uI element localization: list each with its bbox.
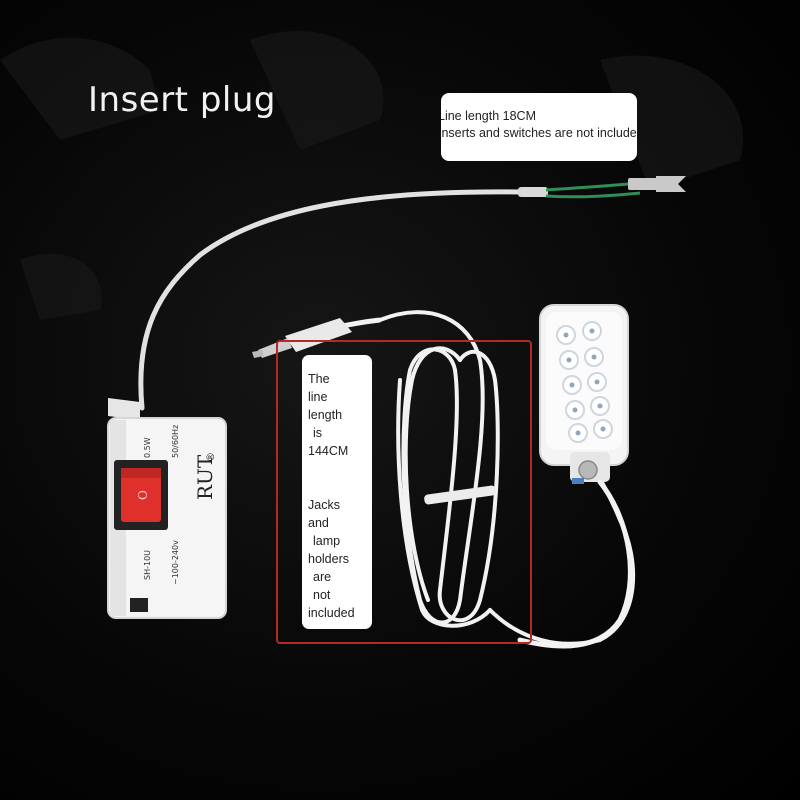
lamp-cable — [517, 479, 633, 649]
led-lamp — [539, 304, 629, 484]
note-word: included — [308, 606, 355, 620]
note-word: Jacks — [308, 498, 340, 512]
green-wire — [545, 181, 641, 192]
note-word: length — [308, 408, 343, 422]
model-number: SH-10U — [143, 550, 152, 580]
dc-plug — [252, 318, 352, 358]
registered-mark: ® — [206, 452, 217, 462]
green-wire-2 — [545, 191, 641, 199]
led-array — [556, 321, 613, 443]
highlight-frame — [276, 340, 532, 644]
page-title: Insert plug — [88, 80, 276, 120]
power-rating: 0.5W — [143, 437, 152, 458]
note-word: The — [308, 372, 330, 386]
note-word: and — [308, 516, 329, 530]
cable-sleeve — [518, 187, 548, 197]
switch-mark: O — [136, 490, 150, 500]
switch-brand: RUT — [193, 454, 217, 500]
note-word: lamp — [313, 534, 341, 548]
spade-terminal — [628, 176, 686, 192]
note-word: is — [313, 426, 323, 440]
background-shapes — [0, 31, 744, 320]
cable-tie — [424, 485, 496, 505]
frequency-rating: 50/60Hz — [171, 425, 180, 458]
note-word: not — [313, 588, 331, 602]
small-socket — [130, 598, 148, 612]
voltage-rating: ~100-240v — [171, 540, 180, 585]
cable-length-note: The line length is 144CM Jacks and lamp … — [302, 355, 372, 629]
lamp-screw — [578, 460, 598, 480]
note-line-2: Inserts and switches are not included — [441, 126, 637, 140]
line-length-note: Line length 18CM Inserts and switches ar… — [441, 93, 637, 161]
upper-cable — [138, 189, 523, 411]
note-line-1: Line length 18CM — [441, 109, 536, 123]
note-word: 144CM — [308, 444, 349, 458]
note-word: holders — [308, 552, 349, 566]
note-word: are — [313, 570, 332, 584]
note-word: line — [308, 390, 328, 404]
rocker-switch — [121, 468, 161, 522]
switch-box: RUT ® O 0.5W 50/60Hz SH-10U ~100-240v — [107, 398, 227, 619]
